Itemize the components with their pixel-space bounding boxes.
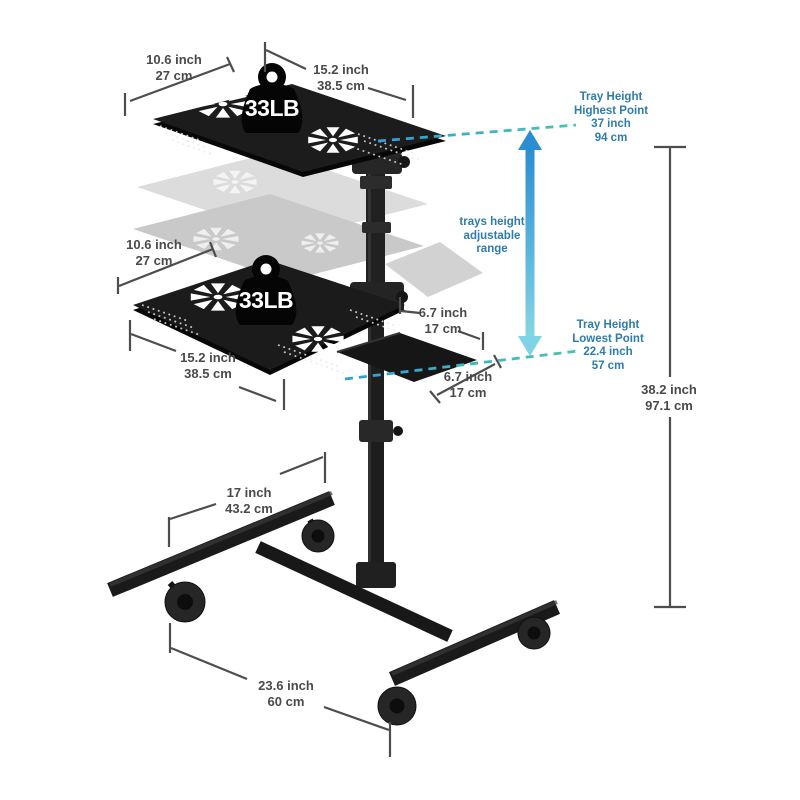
height-adjust-collar [359, 420, 393, 442]
dim-base-depth: 23.6 inch 60 cm [258, 678, 314, 709]
dashed-leader-highest [377, 123, 577, 143]
callout-adjustable-range: trays height adjustable range [459, 216, 525, 255]
callout-tray-height-highest: Tray Height Highest Point 37 inch 94 cm [573, 91, 649, 144]
dimension-lines [116, 42, 686, 757]
dim-lower-tray-depth: 10.6 inch 27 cm [126, 237, 182, 268]
weight-label-top: 33LB [245, 95, 299, 121]
side-tray [336, 332, 477, 382]
dim-side-tray-upper: 6.7 inch 17 cm [418, 305, 468, 336]
caster-rear-right [517, 616, 551, 650]
ghost-tray-lower [133, 194, 424, 281]
weight-33lb-lower: 33LB [235, 255, 297, 325]
callout-tray-height-lowest: Tray Height Lowest Point 22.4 inch 57 cm [572, 319, 644, 372]
dashed-leader-lowest [344, 349, 579, 381]
height-range-arrow [518, 130, 542, 356]
weight-label-lower: 33LB [239, 287, 293, 313]
dim-lower-tray-width: 15.2 inch 38.5 cm [180, 350, 236, 381]
ghost-side-tray [385, 242, 483, 297]
dim-base-width: 17 inch 43.2 cm [225, 485, 273, 516]
dim-overall-height: 38.2 inch 97.1 cm [641, 382, 697, 413]
caster-front-left [164, 581, 206, 623]
caster-front-right [377, 686, 417, 726]
dim-top-tray-depth: 10.6 inch 27 cm [146, 52, 202, 83]
caster-mid-left [301, 518, 335, 553]
dim-top-tray-width: 15.2 inch 38.5 cm [313, 62, 369, 93]
weight-33lb-top: 33LB [241, 63, 303, 133]
dim-side-tray-lower: 6.7 inch 17 cm [443, 369, 493, 400]
ghost-tray-upper [137, 152, 428, 239]
base-frame [107, 491, 560, 686]
